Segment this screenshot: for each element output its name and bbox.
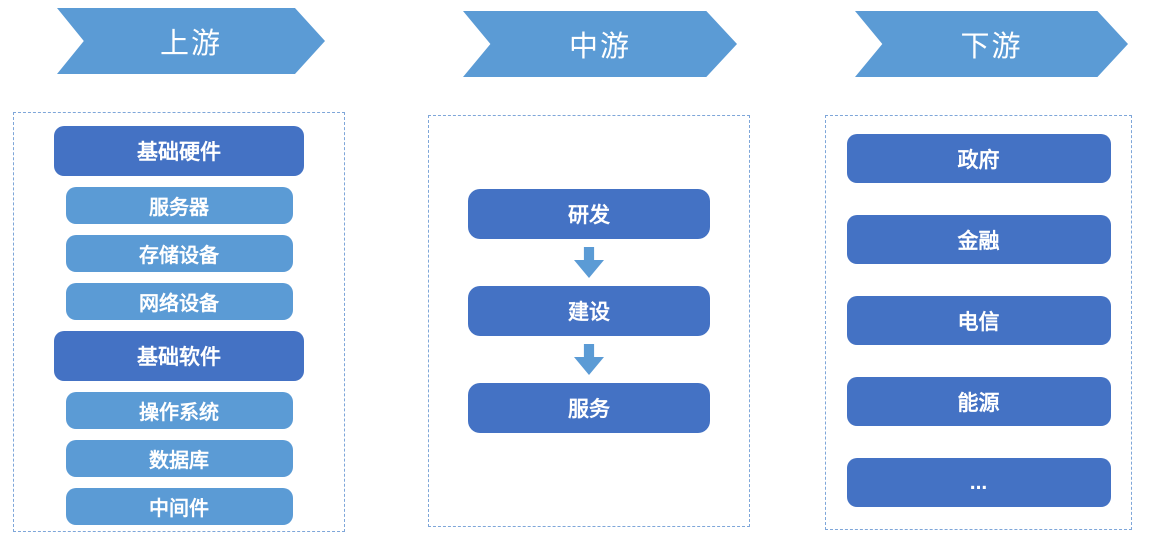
- header-upstream-label: 上游: [159, 28, 222, 60]
- down-arrow-icon: [574, 344, 604, 375]
- item-rd: 研发: [468, 189, 710, 239]
- item-telecom-label: 电信: [957, 310, 1000, 334]
- down-arrow-icon: [574, 247, 604, 278]
- item-government-label: 政府: [957, 148, 1000, 172]
- header-banner-midstream: 中游: [463, 11, 737, 77]
- item-storage-device: 存储设备: [65, 235, 293, 272]
- item-basic-software: 基础软件: [54, 331, 304, 381]
- item-basic-software-label: 基础软件: [137, 346, 221, 369]
- item-construction: 建设: [468, 286, 710, 336]
- item-network-device: 网络设备: [65, 283, 293, 320]
- item-energy-label: 能源: [957, 391, 1000, 415]
- item-middleware-label: 中间件: [149, 498, 209, 520]
- panel-midstream: 研发 建设 服务: [428, 115, 750, 527]
- item-service: 服务: [468, 383, 710, 433]
- item-middleware: 中间件: [65, 488, 293, 525]
- item-storage-device-label: 存储设备: [139, 245, 219, 267]
- item-basic-hardware-label: 基础硬件: [137, 141, 221, 164]
- header-banner-downstream: 下游: [855, 11, 1128, 77]
- item-operating-system: 操作系统: [65, 392, 293, 429]
- item-construction-label: 建设: [568, 301, 610, 324]
- item-finance: 金融: [846, 215, 1111, 264]
- item-database-label: 数据库: [149, 450, 209, 472]
- header-banner-upstream: 上游: [57, 8, 325, 74]
- item-operating-system-label: 操作系统: [139, 402, 219, 424]
- item-database: 数据库: [65, 440, 293, 477]
- item-server: 服务器: [65, 187, 293, 224]
- item-service-label: 服务: [568, 398, 610, 421]
- header-midstream-label: 中游: [568, 31, 631, 63]
- item-basic-hardware: 基础硬件: [54, 126, 304, 176]
- item-more: ...: [846, 458, 1111, 507]
- panel-downstream: 政府 金融 电信 能源 ...: [825, 115, 1132, 530]
- item-finance-label: 金融: [957, 229, 1000, 253]
- item-rd-label: 研发: [568, 204, 610, 227]
- item-server-label: 服务器: [149, 197, 209, 219]
- item-network-device-label: 网络设备: [139, 293, 219, 315]
- item-telecom: 电信: [846, 296, 1111, 345]
- item-energy: 能源: [846, 377, 1111, 426]
- header-downstream-label: 下游: [960, 31, 1023, 63]
- panel-upstream: 基础硬件 服务器 存储设备 网络设备 基础软件 操作系统 数据库 中间件: [13, 112, 345, 532]
- item-more-label: ...: [969, 470, 988, 494]
- item-government: 政府: [846, 134, 1111, 183]
